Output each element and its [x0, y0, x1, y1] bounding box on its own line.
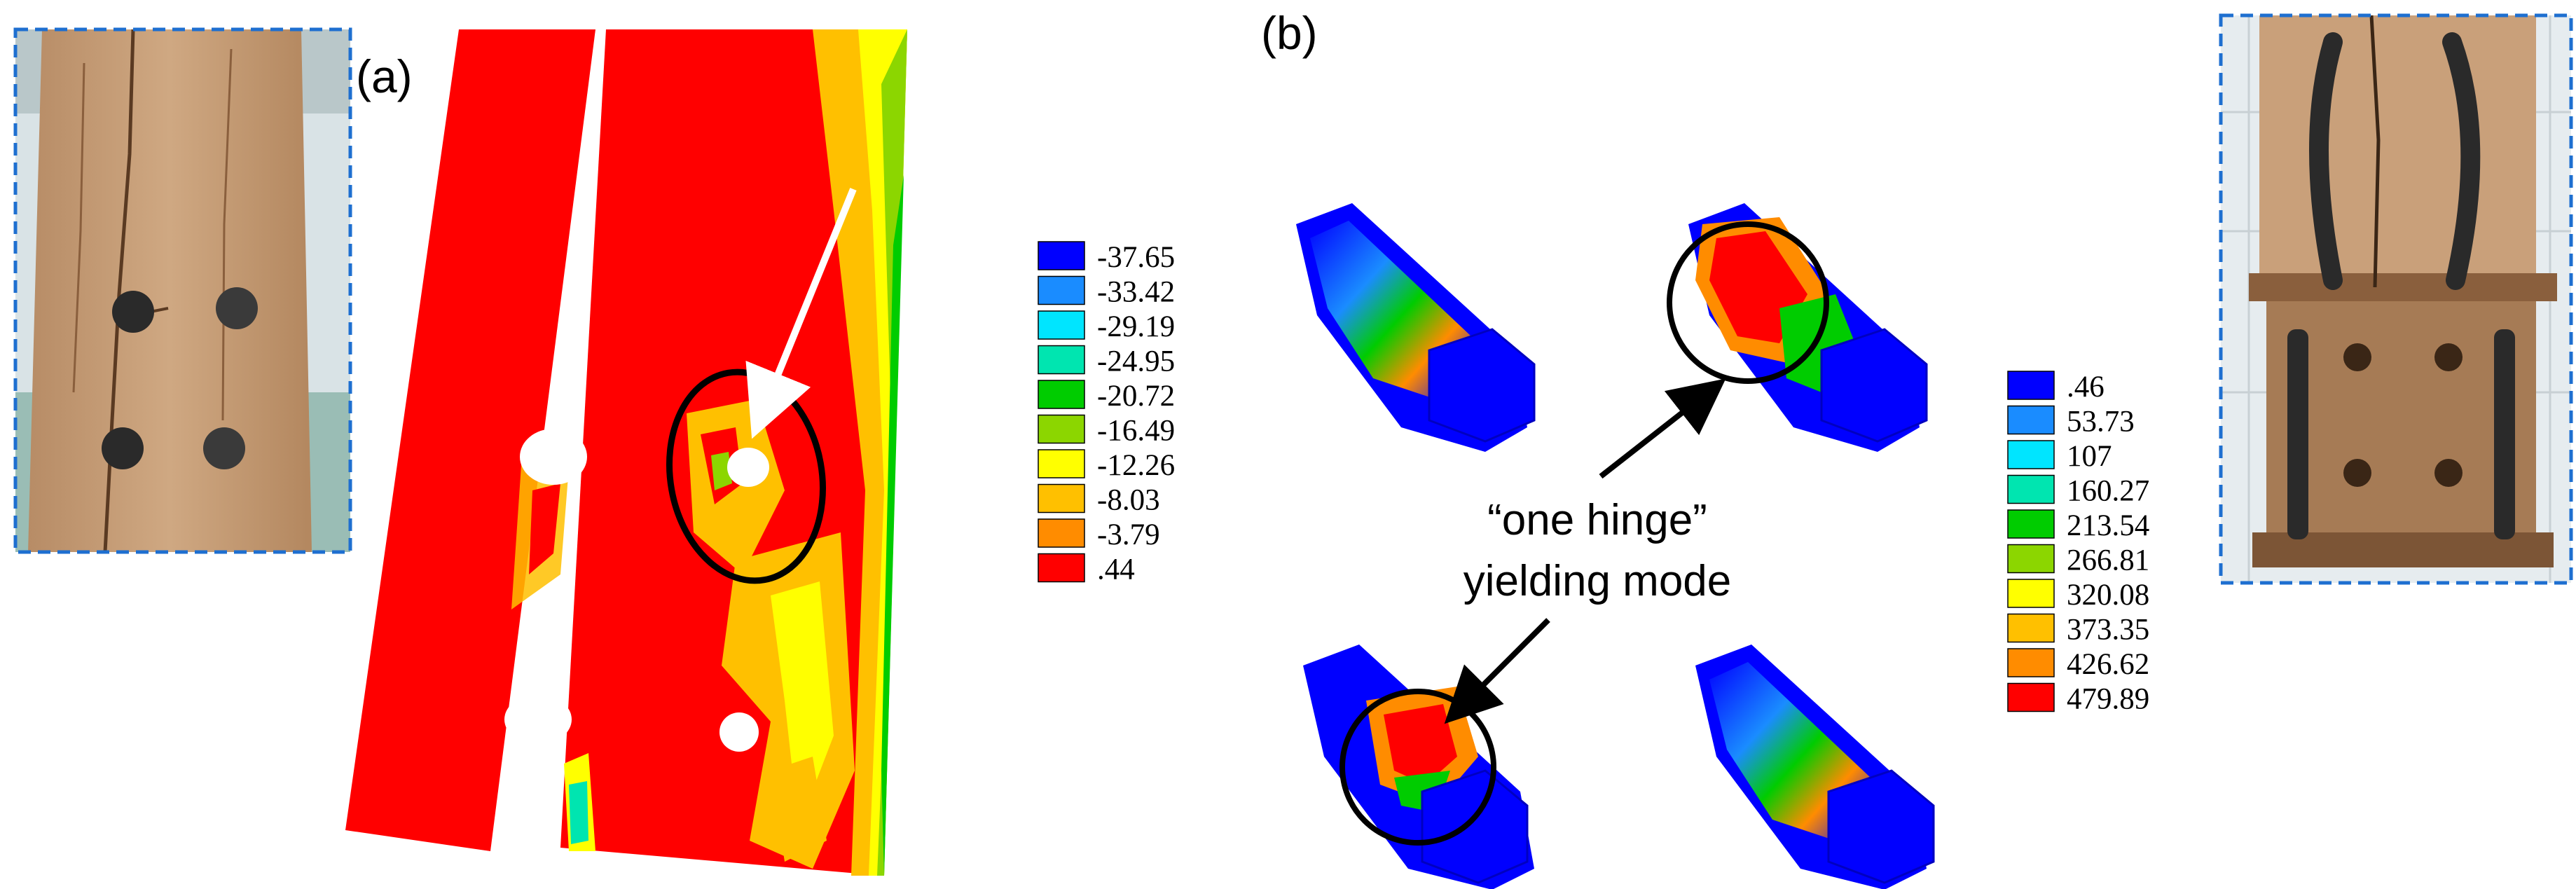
legend-swatch [1038, 553, 1085, 583]
legend-swatch [2007, 648, 2055, 677]
bolt-hole [520, 429, 587, 485]
legend-value: .44 [1097, 553, 1135, 586]
legend-value: 53.73 [2067, 406, 2135, 439]
bolt-head [203, 427, 245, 469]
legend-value: -29.19 [1097, 310, 1175, 343]
bolt-top-right [1667, 203, 1928, 452]
legend-swatch [1038, 275, 1085, 305]
legend-swatch [2007, 544, 2055, 574]
legend-swatch [2007, 405, 2055, 435]
specimen-photo-left [13, 27, 352, 554]
hinge-circle [1667, 221, 1829, 384]
legend-value: -33.42 [1097, 276, 1175, 309]
legend-value: -37.65 [1097, 241, 1175, 274]
specimen-photo-right [2219, 13, 2573, 585]
legend-value: 426.62 [2067, 648, 2149, 681]
legend-value: -24.95 [1097, 345, 1175, 378]
steel-plate [2309, 32, 2343, 290]
legend-swatch [2007, 371, 2055, 400]
timber-contour-plot [345, 29, 907, 876]
bolt-head [102, 427, 144, 469]
legend-value: -16.49 [1097, 415, 1175, 448]
hinge-circle [1339, 689, 1496, 846]
photo-frame [13, 27, 352, 554]
legend-swatch [2007, 682, 2055, 712]
legend-swatch [2007, 579, 2055, 608]
arrow-to-bottom-hinge [1444, 618, 1550, 724]
arrow-to-top-hinge [1599, 378, 1726, 479]
legend-value: 320.08 [2067, 579, 2149, 612]
legend-swatch [1038, 414, 1085, 444]
steel-plate [2442, 32, 2481, 290]
bolt-bottom-left [1303, 645, 1534, 889]
legend-a: -37.65-33.42-29.19-24.95-20.72-16.49-12.… [1038, 241, 1175, 586]
bolt-head [112, 291, 154, 333]
timber-member-left [345, 29, 595, 851]
legend-b: .4653.73107160.27213.54266.81320.08373.3… [2007, 371, 2149, 716]
legend-swatch [2007, 440, 2055, 469]
legend-swatch [1038, 345, 1085, 375]
legend-swatch [1038, 380, 1085, 409]
bolt-hole [504, 694, 572, 745]
bolt-head [216, 287, 258, 329]
legend-value: -12.26 [1097, 449, 1175, 482]
legend-value: -20.72 [1097, 380, 1175, 413]
legend-value: -8.03 [1097, 484, 1160, 517]
legend-value: 160.27 [2067, 475, 2149, 508]
legend-value: .46 [2067, 371, 2105, 404]
legend-swatch [2007, 613, 2055, 643]
legend-value: 213.54 [2067, 509, 2149, 542]
legend-swatch [1038, 310, 1085, 340]
legend-value: 107 [2067, 440, 2112, 473]
bolt-hole [727, 448, 769, 487]
steel-plate [2494, 329, 2515, 539]
panel-label-a: (a) [356, 50, 413, 102]
legend-swatch [1038, 518, 1085, 548]
legend-swatch [2007, 509, 2055, 539]
legend-swatch [1038, 241, 1085, 270]
bolt-hole [719, 712, 759, 752]
photo-frame [2219, 13, 2573, 585]
white-arrow [745, 188, 857, 439]
failure-circle [666, 368, 827, 584]
legend-value: 479.89 [2067, 683, 2149, 716]
steel-plate [2287, 329, 2308, 539]
legend-swatch [2007, 474, 2055, 504]
bolt-contour-plot [1296, 203, 1935, 889]
annotation-line2: yielding mode [1463, 557, 1732, 605]
annotation-line1: “one hinge” [1487, 496, 1707, 544]
panel-label-b: (b) [1261, 7, 1318, 59]
legend-value: 373.35 [2067, 614, 2149, 647]
bolt-top-left [1296, 203, 1536, 452]
legend-swatch [1038, 483, 1085, 514]
bolt-bottom-right [1695, 645, 1935, 889]
legend-value: -3.79 [1097, 518, 1160, 551]
legend-value: 266.81 [2067, 544, 2149, 577]
legend-swatch [1038, 449, 1085, 478]
